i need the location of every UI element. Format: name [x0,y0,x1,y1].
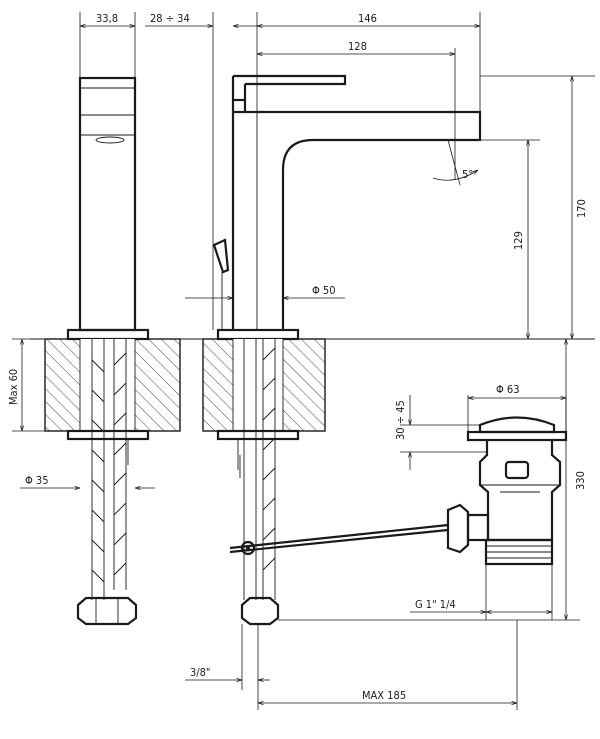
dim-thread: G 1" 1/4 [415,598,456,611]
side-view [44,76,181,626]
pop-up-waste [446,416,568,566]
dim-total-reach: 146 [358,12,377,25]
dim-angle: 5° [462,168,473,181]
dim-hole-diameter: Φ 35 [25,474,49,487]
hose-pair-left [91,339,129,600]
dim-waste-depth: 330 [574,471,587,490]
dim-wall-range: 28 ÷ 34 [150,12,190,25]
dim-max-thickness: Max 60 [7,369,20,405]
dim-waste-height: 30 ÷ 45 [394,400,407,440]
dim-spout-height: 129 [512,231,525,250]
dim-handle-width: 33,8 [96,12,118,25]
dim-hose-thread: 3/8" [190,666,210,679]
dim-spout-reach: 128 [348,40,367,53]
dim-waste-diameter: Φ 63 [496,383,520,396]
front-view [202,74,482,626]
dim-max-reach: MAX 185 [362,689,406,702]
dim-total-height: 170 [575,199,588,218]
dim-body-diameter: Φ 50 [312,284,336,297]
